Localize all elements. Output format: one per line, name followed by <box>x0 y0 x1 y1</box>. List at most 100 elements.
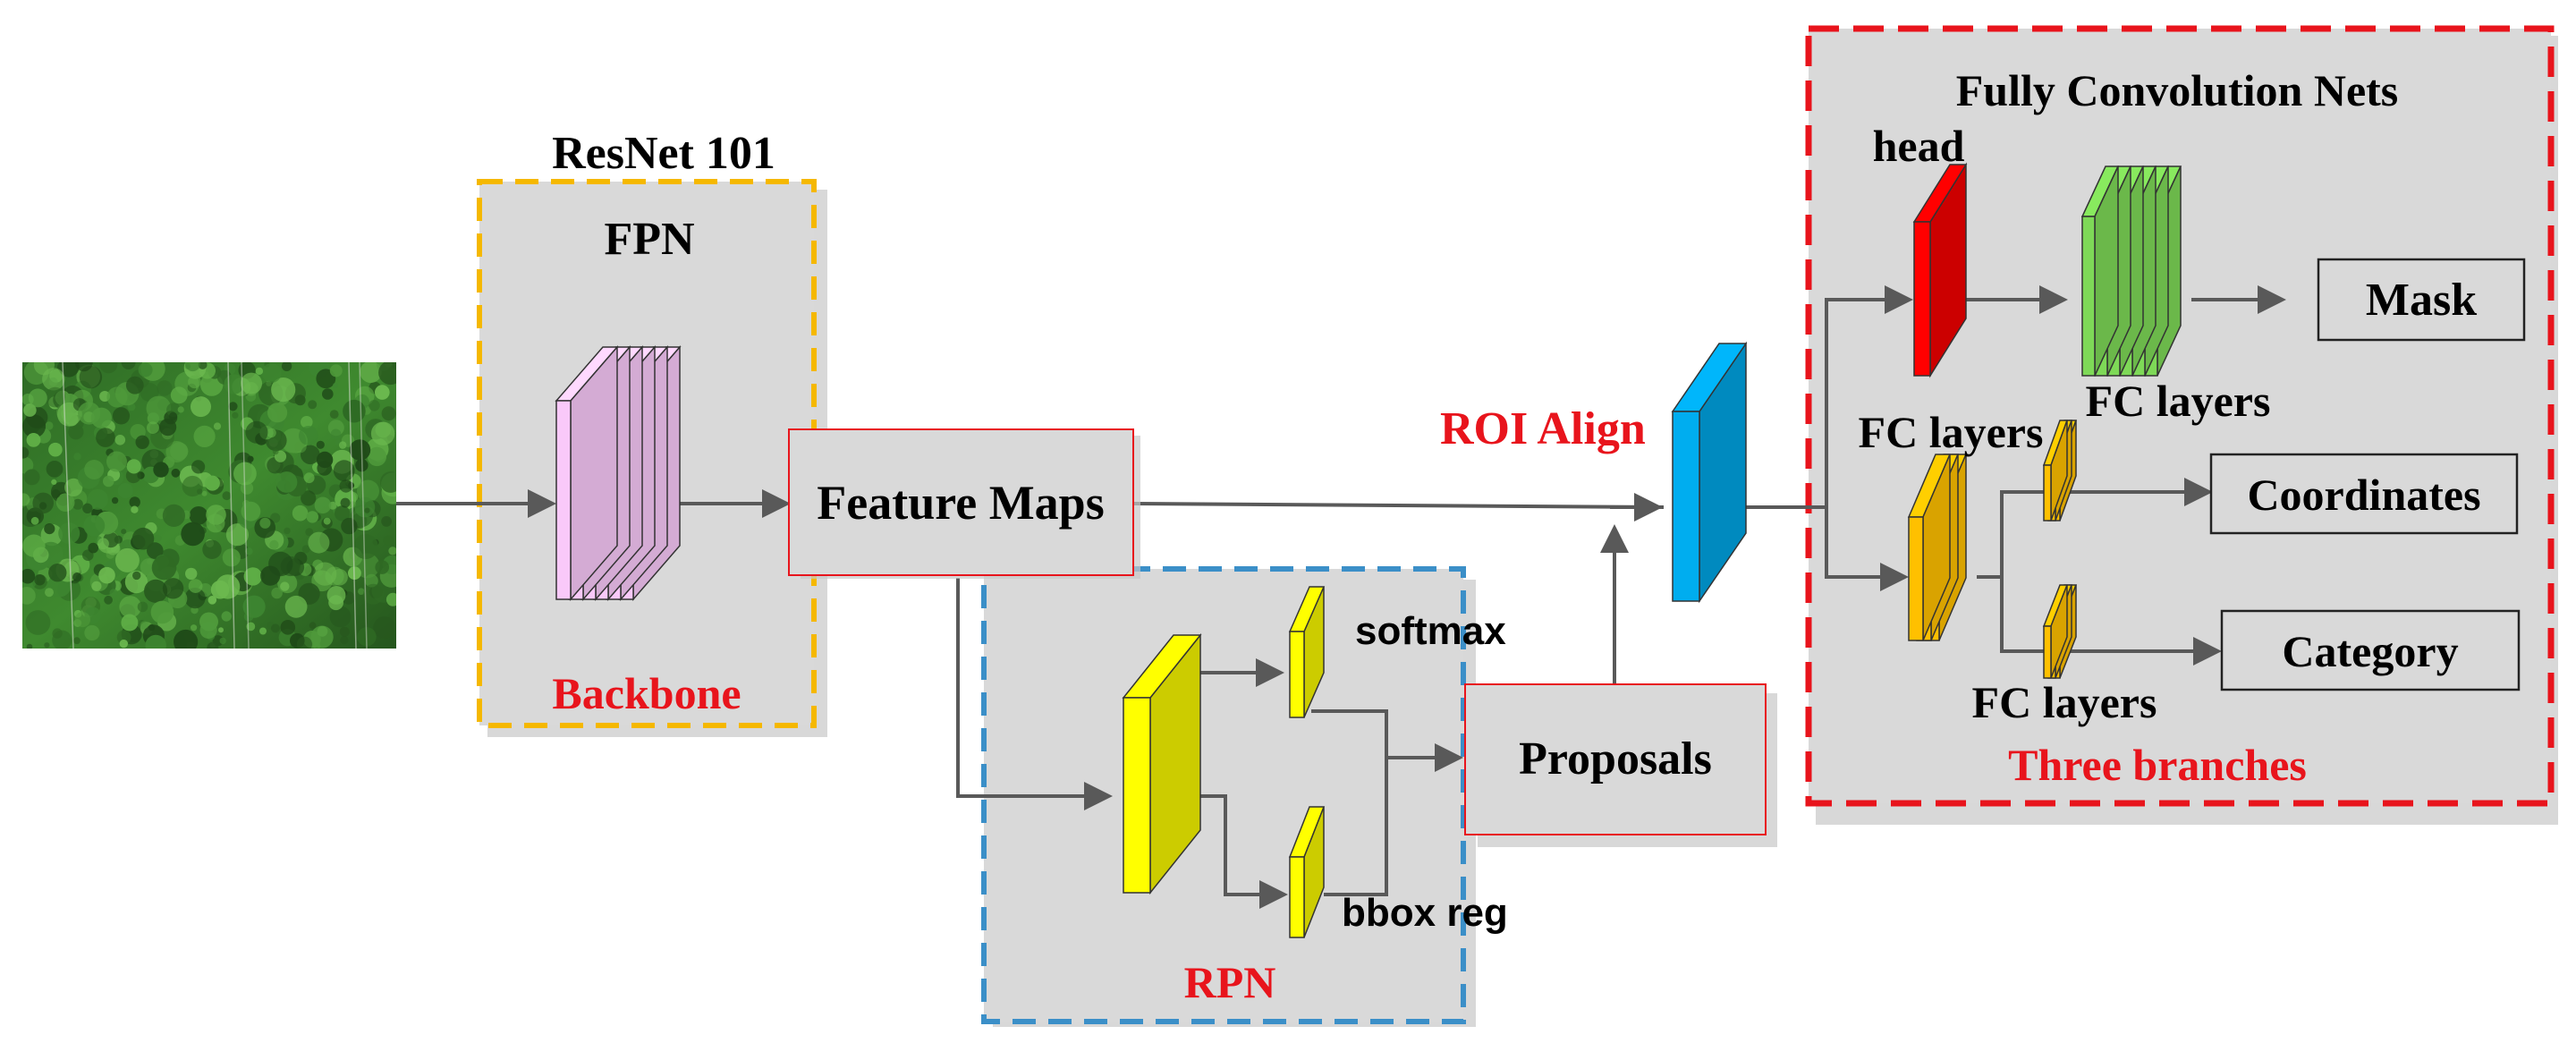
foliage-texture <box>56 362 66 371</box>
foliage-texture <box>22 446 30 459</box>
foliage-texture <box>119 639 128 649</box>
foliage-texture <box>121 362 136 369</box>
foliage-texture <box>169 411 178 420</box>
foliage-texture <box>84 460 105 479</box>
softmax-label: softmax <box>1355 609 1506 653</box>
foliage-texture <box>305 528 314 537</box>
foliage-texture <box>284 527 291 535</box>
foliage-texture <box>193 425 216 447</box>
foliage-texture <box>144 579 168 603</box>
roi-align-plate-front <box>1672 411 1700 602</box>
foliage-texture <box>373 616 396 640</box>
foliage-texture <box>79 365 103 389</box>
fc-layers-label-bottom: FC layers <box>1972 677 2157 727</box>
fpn-label: FPN <box>604 214 694 265</box>
foliage-texture <box>185 362 200 372</box>
foliage-texture <box>26 433 41 447</box>
foliage-texture <box>109 589 118 598</box>
foliage-texture <box>243 567 262 586</box>
foliage-texture <box>259 627 267 635</box>
foliage-texture <box>83 514 106 537</box>
fully-convolution-nets-title: Fully Convolution Nets <box>1956 65 2399 115</box>
proposals-label: Proposals <box>1519 734 1712 784</box>
foliage-texture <box>153 462 169 478</box>
foliage-texture <box>151 555 177 581</box>
foliage-texture <box>73 453 81 461</box>
proposals-box: Proposals <box>1464 683 1777 847</box>
fc-upper-layers <box>2042 420 2078 522</box>
foliage-texture <box>147 542 164 559</box>
foliage-texture <box>241 372 262 394</box>
fcn-slab-0-front <box>2081 216 2096 377</box>
foliage-texture <box>174 629 199 649</box>
foliage-texture <box>182 475 203 497</box>
input-aerial-image <box>22 362 396 649</box>
foliage-texture <box>329 606 352 628</box>
foliage-texture <box>162 504 185 528</box>
foliage-texture <box>96 428 115 447</box>
foliage-texture <box>322 388 334 400</box>
foliage-texture <box>125 376 144 394</box>
foliage-texture <box>33 362 55 376</box>
rpn-main-plate-front <box>1123 697 1151 894</box>
foliage-texture <box>275 471 298 493</box>
foliage-texture <box>48 442 63 457</box>
foliage-texture <box>91 581 102 591</box>
foliage-texture <box>188 579 203 593</box>
foliage-texture <box>129 496 140 508</box>
foliage-texture <box>317 570 324 576</box>
foliage-texture <box>106 451 127 472</box>
foliage-texture <box>242 640 258 649</box>
foliage-texture <box>218 627 224 633</box>
foliage-texture <box>308 400 318 410</box>
foliage-texture <box>222 491 232 501</box>
foliage-texture <box>210 580 230 599</box>
foliage-texture <box>73 637 80 645</box>
foliage-texture <box>191 460 206 474</box>
foliage-texture <box>375 560 390 574</box>
foliage-texture <box>341 517 358 535</box>
foliage-texture <box>112 407 131 425</box>
foliage-texture <box>126 459 141 474</box>
connector-feature-maps-to-rpn <box>956 578 1113 810</box>
foliage-texture <box>138 362 153 377</box>
foliage-texture <box>284 595 308 618</box>
foliage-texture <box>135 435 149 449</box>
resnet-title: ResNet 101 <box>552 128 775 179</box>
foliage-texture <box>45 588 54 598</box>
foliage-texture <box>352 534 378 560</box>
foliage-texture <box>22 587 36 605</box>
foliage-texture <box>159 419 177 437</box>
foliage-texture <box>219 637 226 645</box>
connector-fc-to-lower-fc <box>2000 577 2044 653</box>
foliage-texture <box>360 362 382 383</box>
foliage-texture <box>261 363 282 383</box>
connectors <box>396 285 2286 909</box>
connector-rpn-to-bbox <box>1177 794 1288 909</box>
foliage-texture <box>378 362 396 386</box>
foliage-texture <box>221 611 232 622</box>
foliage-texture <box>326 586 346 605</box>
foliage-texture <box>198 362 208 369</box>
foliage-texture <box>375 385 390 400</box>
foliage-texture <box>188 375 201 389</box>
foliage-texture <box>177 406 184 413</box>
foliage-texture <box>339 441 347 449</box>
softmax-layer <box>1288 586 1326 718</box>
foliage-texture <box>222 548 241 567</box>
foliage-texture <box>131 505 139 513</box>
foliage-texture <box>308 531 330 554</box>
foliage-texture <box>25 610 51 635</box>
foliage-texture <box>46 461 64 478</box>
foliage-texture <box>255 367 264 376</box>
foliage-texture <box>22 493 30 506</box>
foliage-texture <box>381 406 396 421</box>
backbone-caption: Backbone <box>552 668 741 718</box>
connector-softmax-to-proposals <box>1311 709 1388 896</box>
foliage-texture <box>154 534 162 542</box>
foliage-texture <box>358 588 365 595</box>
foliage-texture <box>117 483 133 498</box>
foliage-texture <box>323 517 331 525</box>
category-label: Category <box>2282 626 2458 676</box>
